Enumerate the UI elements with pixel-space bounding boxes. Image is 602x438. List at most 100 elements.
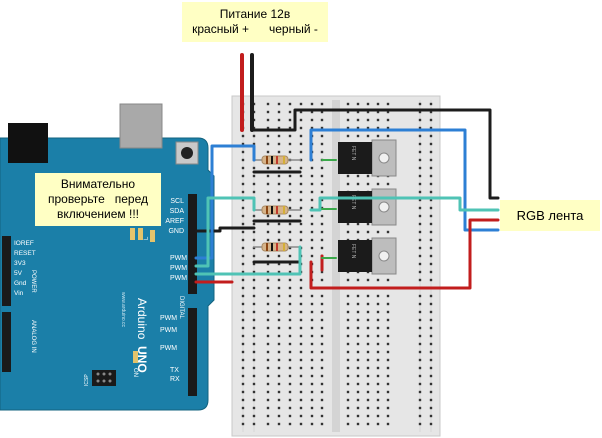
breadboard-hole [310, 246, 314, 250]
breadboard-hole [346, 358, 350, 362]
breadboard-hole [346, 382, 350, 386]
breadboard-hole [277, 110, 281, 114]
breadboard-hole [356, 326, 360, 330]
breadboard-hole [288, 374, 292, 378]
breadboard-hole [320, 238, 324, 242]
breadboard-hole [288, 254, 292, 258]
breadboard-hole [299, 302, 303, 306]
breadboard-hole [252, 366, 256, 370]
breadboard-hole [320, 150, 324, 154]
breadboard-hole [299, 374, 303, 378]
breadboard-hole [277, 118, 281, 122]
breadboard-hole [277, 334, 281, 338]
breadboard-hole [299, 358, 303, 362]
breadboard-hole [346, 414, 350, 418]
breadboard-hole [252, 374, 256, 378]
breadboard-hole [346, 374, 350, 378]
breadboard-hole [429, 182, 433, 186]
breadboard-hole [252, 358, 256, 362]
breadboard-hole [429, 326, 433, 330]
breadboard-hole [418, 166, 422, 170]
pin-label-gnd-left: Gnd [14, 280, 27, 287]
pwm-label-5: PWM [160, 327, 177, 334]
breadboard-hole [241, 262, 245, 266]
breadboard-hole [277, 358, 281, 362]
breadboard-hole [266, 238, 270, 242]
breadboard-hole [252, 326, 256, 330]
breadboard-hole [288, 230, 292, 234]
breadboard-hole [310, 214, 314, 218]
breadboard-hole [288, 198, 292, 202]
breadboard-hole [418, 262, 422, 266]
breadboard-hole [366, 358, 370, 362]
breadboard-hole [429, 366, 433, 370]
breadboard-hole [266, 326, 270, 330]
pin-label-gnd: GND [168, 228, 184, 235]
breadboard-hole [288, 174, 292, 178]
breadboard-hole [386, 294, 390, 298]
breadboard-hole [252, 230, 256, 234]
breadboard-hole [299, 278, 303, 282]
arduino-board: SCL SDA AREF GND PWM PWM PWM PWM PWM PWM… [0, 103, 215, 411]
breadboard-hole [320, 190, 324, 194]
breadboard-hole [346, 390, 350, 394]
breadboard-hole [241, 358, 245, 362]
breadboard-hole [299, 334, 303, 338]
pwm-label-6: PWM [160, 345, 177, 352]
breadboard-hole [241, 214, 245, 218]
breadboard-hole [288, 326, 292, 330]
reset-button-cap[interactable] [181, 147, 193, 159]
breadboard-hole [288, 246, 292, 250]
breadboard-hole [418, 174, 422, 178]
breadboard-hole [266, 406, 270, 410]
breadboard-hole [266, 134, 270, 138]
breadboard-hole [418, 366, 422, 370]
breadboard-hole [346, 398, 350, 402]
breadboard-hole [346, 406, 350, 410]
warning-line-3: включением !!! [56, 207, 139, 221]
arduino-model: UNO [135, 346, 149, 373]
breadboard-hole [241, 254, 245, 258]
breadboard-hole [386, 374, 390, 378]
breadboard-hole [320, 334, 324, 338]
breadboard-hole [310, 318, 314, 322]
breadboard-hole [376, 350, 380, 354]
breadboard-hole [241, 182, 245, 186]
breadboard-hole [386, 110, 390, 114]
breadboard-hole [299, 198, 303, 202]
breadboard-hole [418, 358, 422, 362]
breadboard-hole [266, 318, 270, 322]
icsp-label: ICSP [84, 374, 90, 386]
breadboard-hole [366, 110, 370, 114]
breadboard-hole [320, 174, 324, 178]
breadboard-hole [429, 278, 433, 282]
breadboard-hole [429, 150, 433, 154]
wire-ground-rgb [252, 108, 500, 200]
breadboard-hole [299, 182, 303, 186]
breadboard-hole [288, 366, 292, 370]
breadboard-hole [346, 126, 350, 130]
arduino-website: www.arduino.cc [120, 292, 126, 328]
breadboard-hole [376, 422, 380, 426]
breadboard-hole [310, 230, 314, 234]
led-l-label: L [144, 236, 150, 240]
breadboard-hole [288, 214, 292, 218]
breadboard-hole [310, 174, 314, 178]
breadboard-hole [376, 302, 380, 306]
breadboard-hole [320, 110, 324, 114]
breadboard-hole [277, 270, 281, 274]
breadboard-hole [299, 174, 303, 178]
breadboard-hole [266, 182, 270, 186]
wire-red-rgb [309, 218, 500, 290]
breadboard-hole [429, 270, 433, 274]
breadboard-hole [277, 374, 281, 378]
breadboard-hole [429, 310, 433, 314]
breadboard-hole [299, 238, 303, 242]
breadboard-hole [288, 118, 292, 122]
breadboard-hole [288, 102, 292, 106]
breadboard-hole [310, 238, 314, 242]
breadboard-hole [386, 318, 390, 322]
breadboard-hole [366, 310, 370, 314]
breadboard-hole [366, 182, 370, 186]
breadboard-hole [320, 134, 324, 138]
